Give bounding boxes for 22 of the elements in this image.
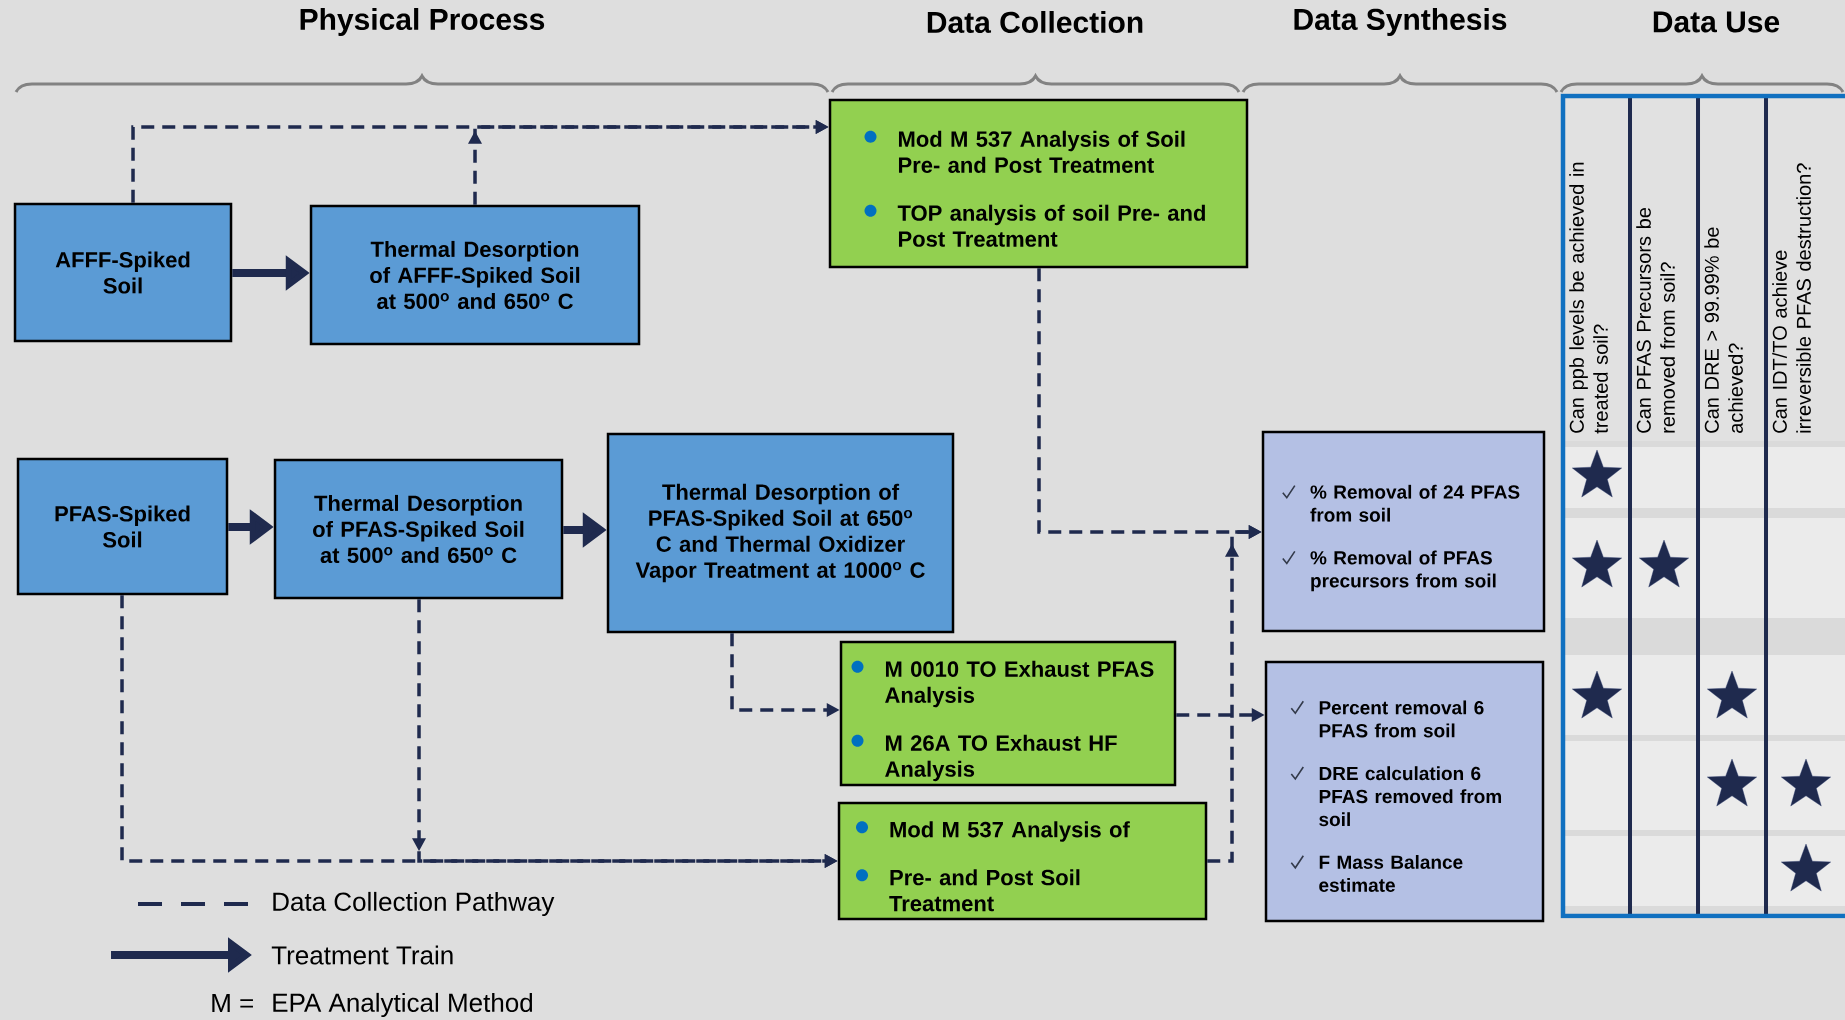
result-box: % Removal of 24 PFAS from soil % Removal of PFAS precursors from soil xyxy=(1261,430,1546,633)
column-header: Can DRE > 99.99% be achieved? xyxy=(1704,227,1743,433)
section-heading: Data Collection xyxy=(927,11,1143,33)
column-header: Can ppb levels be achieved in treated soil? xyxy=(1569,162,1608,434)
section-heading: Physical Process xyxy=(300,8,545,36)
data-collection-box: Mod M 537 Analysis of Soil Pre- and Post Treatment TOP analysis of soil Pre- and Post Treatment xyxy=(828,98,1249,269)
section-heading: Data Use xyxy=(1653,11,1780,33)
abbreviation: M = xyxy=(212,994,253,1012)
process-box: Thermal Desorption of PFAS-Spiked Soil at 650$^{o}$ C and Thermal Oxidizer Vapor Treatment at 1000$^{o}$ C xyxy=(606,432,955,634)
section-heading: Data Synthesis xyxy=(1294,8,1507,36)
data-collection-box: M 0010 TO Exhaust PFAS Analysis M 26A TO Exhaust HF Analysis xyxy=(839,640,1177,787)
process-box: Thermal Desorption of PFAS-Spiked Soil at 500$^{o}$ and 650$^{o}$ C xyxy=(273,458,564,600)
process-box: PFAS-Spiked Soil xyxy=(16,457,229,596)
legend-text: Treatment Train xyxy=(271,945,453,965)
column-header: Can IDT/TO achieve irreversible PFAS destruction? xyxy=(1772,163,1811,433)
process-box: AFFF-Spiked Soil xyxy=(13,202,233,343)
column-header: Can PFAS Precursors be removed from soil? xyxy=(1636,208,1675,433)
data-collection-box: Mod M 537 Analysis of Pre- and Post Soil Treatment xyxy=(837,801,1208,921)
result-box: Percent removal 6 PFAS from soil DRE calculation 6 PFAS removed from soil F Mass Balance estimate xyxy=(1264,660,1545,923)
legend-text: Data Collection Pathway xyxy=(273,891,555,917)
abbreviation-meaning: EPA Analytical Method xyxy=(273,992,533,1018)
process-box: Thermal Desorption of AFFF-Spiked Soil at 500$^{o}$ and 650$^{o}$ C xyxy=(309,204,641,346)
